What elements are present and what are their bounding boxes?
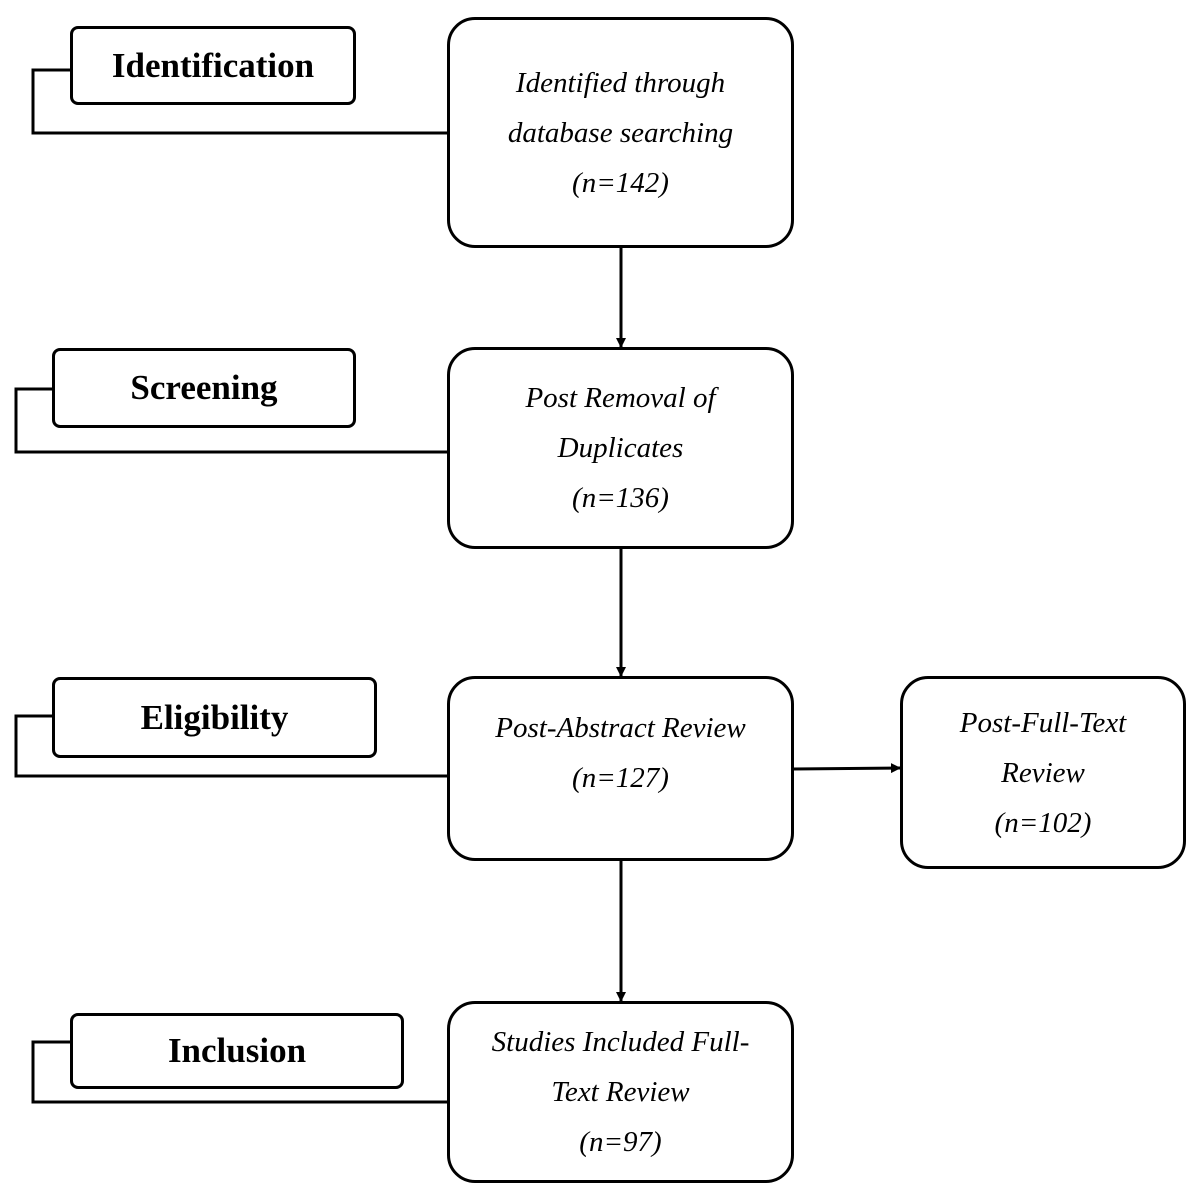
box-identified-count: (n=142): [572, 166, 669, 199]
stage-label-identification: Identification: [70, 26, 356, 105]
eligibility-bracket: [14, 714, 449, 778]
arrow-abstract-to-fulltext: [792, 763, 901, 774]
box-abstract: Post-Abstract Review (n=127): [447, 676, 794, 861]
box-included-line2: Text Review: [551, 1076, 690, 1108]
stage-label-inclusion: Inclusion: [70, 1013, 404, 1089]
box-included-count: (n=97): [579, 1126, 662, 1158]
identification-bracket: [31, 68, 449, 135]
stage-label-screening: Screening: [52, 348, 356, 428]
box-identified: Identified through database searching (n…: [447, 17, 794, 248]
stage-label-identification-text: Identification: [111, 45, 315, 85]
box-fulltext-line2: Review: [1001, 756, 1085, 789]
stage-label-inclusion-text: Inclusion: [167, 1031, 307, 1070]
box-identified-line2: database searching: [507, 116, 734, 149]
box-duplicates-line2: Duplicates: [557, 432, 684, 464]
box-included-line1: Studies Included Full-: [491, 1026, 750, 1058]
stage-label-eligibility-text: Eligibility: [140, 697, 289, 737]
box-duplicates-count: (n=136): [572, 482, 669, 514]
box-abstract-count: (n=127): [572, 762, 669, 794]
screening-bracket: [14, 387, 449, 454]
box-duplicates-line1: Post Removal of: [525, 382, 716, 414]
box-included: Studies Included Full- Text Review (n=97…: [447, 1001, 794, 1183]
box-abstract-line1: Post-Abstract Review: [495, 712, 746, 744]
stage-label-screening-text: Screening: [130, 368, 278, 407]
box-duplicates: Post Removal of Duplicates (n=136): [447, 347, 794, 549]
box-fulltext-line1: Post-Full-Text: [959, 706, 1127, 739]
inclusion-bracket: [31, 1040, 449, 1104]
box-identified-line1: Identified through: [515, 66, 726, 99]
box-fulltext: Post-Full-Text Review (n=102): [900, 676, 1186, 869]
box-fulltext-count: (n=102): [994, 806, 1092, 839]
stage-label-eligibility: Eligibility: [52, 677, 377, 758]
